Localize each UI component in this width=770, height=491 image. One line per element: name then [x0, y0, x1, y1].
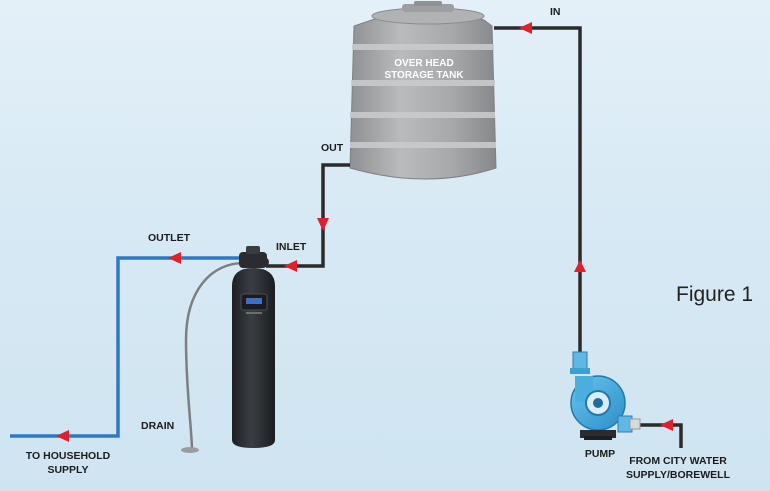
- flow-arrows: [56, 22, 673, 442]
- tank-label-line1: OVER HEAD: [394, 58, 453, 69]
- softener-vessel: [232, 246, 275, 448]
- pump-to-tank-pipe: [494, 26, 582, 355]
- arrow-down-out: [317, 218, 329, 231]
- label-household-line2: SUPPLY: [47, 464, 88, 476]
- label-out: OUT: [321, 142, 344, 154]
- label-drain: DRAIN: [141, 420, 174, 432]
- overhead-storage-tank: OVER HEAD STORAGE TANK: [349, 1, 497, 180]
- label-in: IN: [550, 6, 561, 18]
- outlet-pipe: [10, 256, 248, 438]
- label-outlet: OUTLET: [148, 232, 191, 244]
- arrow-up-pump-line: [574, 260, 586, 272]
- source-inlet-pipe: [636, 423, 683, 448]
- drain-end: [181, 447, 199, 453]
- label-source-line2: SUPPLY/BOREWELL: [626, 469, 731, 481]
- pipe-network-blue: [10, 256, 248, 438]
- pump: [570, 351, 641, 440]
- tank-label-line2: STORAGE TANK: [384, 70, 464, 81]
- label-pump: PUMP: [585, 448, 615, 460]
- figure-caption: Figure 1: [676, 283, 753, 306]
- arrow-left-outlet: [168, 252, 181, 264]
- arrow-left-in: [519, 22, 532, 34]
- label-household-line1: TO HOUSEHOLD: [26, 450, 111, 462]
- arrow-left-household: [56, 430, 69, 442]
- drain-hose: [184, 261, 247, 451]
- label-source-line1: FROM CITY WATER: [629, 455, 727, 467]
- arrow-left-inlet: [284, 260, 297, 272]
- arrow-left-source: [660, 419, 673, 431]
- label-inlet: INLET: [276, 241, 307, 253]
